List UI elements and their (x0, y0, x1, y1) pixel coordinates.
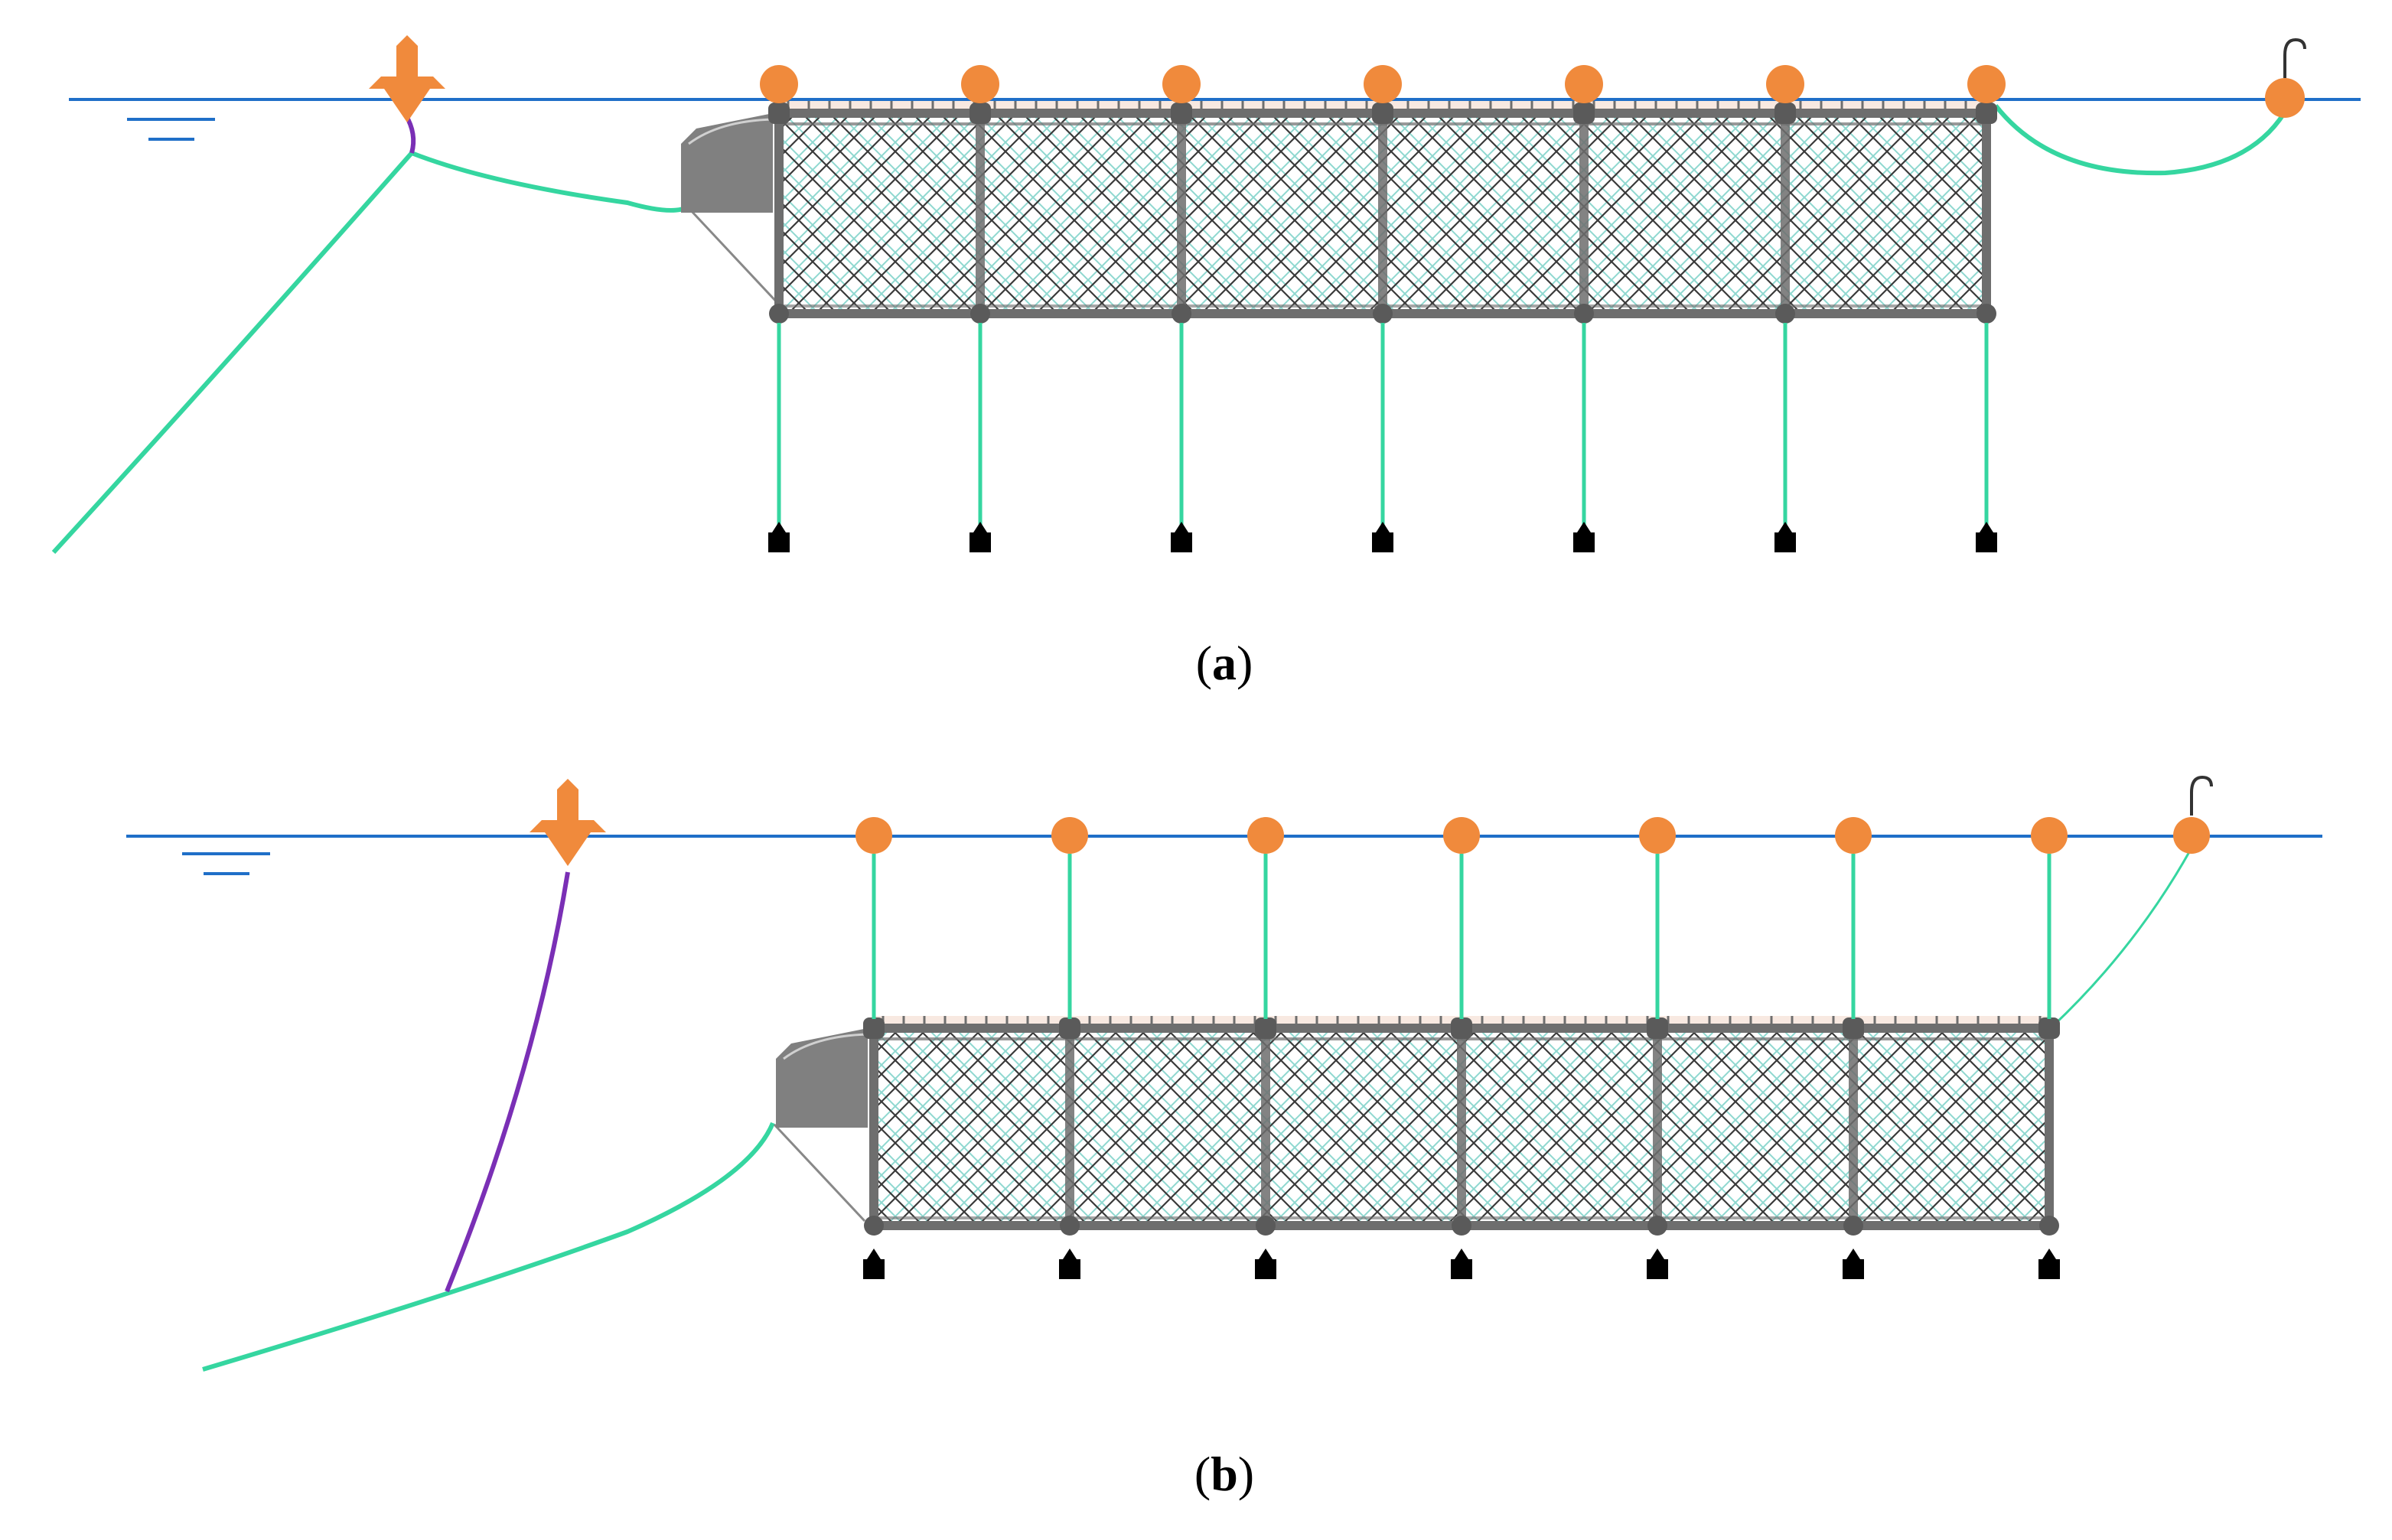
frame-node-bottom (864, 1216, 884, 1236)
buoy-top (396, 35, 418, 46)
mooring-line-main (202, 1122, 775, 1372)
frame-node-top (1843, 1017, 1864, 1039)
float-icon (1162, 65, 1201, 103)
frame-node-bottom (1574, 304, 1594, 324)
anchor-weight-icon (970, 522, 991, 552)
bridle-to-cage (687, 207, 780, 306)
frame-node-top (1451, 1017, 1472, 1039)
anchor-weight-icon (1451, 1249, 1472, 1279)
net-cage (863, 1016, 2060, 1236)
frame-node-bottom (1060, 1216, 1080, 1236)
float-icon (2173, 817, 2210, 854)
hook-icon (2283, 37, 2306, 78)
float-icon (760, 65, 798, 103)
tail-line (2051, 850, 2192, 1028)
float-icon (1639, 817, 1676, 854)
float-icon (1247, 817, 1284, 854)
buoy-icon (369, 46, 445, 122)
hook-icon (2190, 775, 2213, 816)
anchor-weight-icon (1171, 522, 1192, 552)
bridle-to-cage (773, 1123, 866, 1223)
frame-node-bottom (1976, 304, 1996, 324)
frame-node-bottom (1775, 304, 1795, 324)
frame-node-top (1059, 1017, 1080, 1039)
float-icon (1967, 65, 2006, 103)
float-icon (1051, 817, 1088, 854)
frame-node-bottom (1843, 1216, 1863, 1236)
frame-node-top (1171, 103, 1192, 124)
anchor-weight-icon (1059, 1249, 1080, 1279)
frame-node-top (1976, 103, 1997, 124)
frame-node-bottom (1256, 1216, 1276, 1236)
hood-highlight (688, 118, 774, 145)
float-icon (855, 817, 892, 854)
frame-node-top (863, 1017, 885, 1039)
float-icon (1443, 817, 1480, 854)
anchor-weight-icon (1372, 522, 1393, 552)
float-icon (2265, 78, 2305, 118)
buoy-chain (445, 871, 570, 1293)
frame-node-bottom (769, 304, 789, 324)
entrance-hood (776, 1028, 868, 1128)
anchor-weight-icon (1255, 1249, 1276, 1279)
entrance-hood (681, 113, 773, 213)
buoy-top (557, 779, 578, 790)
frame-node-top (768, 103, 790, 124)
float-icon (1835, 817, 1872, 854)
frame-node-bottom (1172, 304, 1191, 324)
anchor-weight-icon (1774, 522, 1796, 552)
frame-node-top (970, 103, 991, 124)
float-icon (2031, 817, 2068, 854)
float-icon (961, 65, 999, 103)
anchor-weight-icon (2038, 1249, 2060, 1279)
frame-node-bottom (1373, 304, 1393, 324)
anchor-weight-icon (1976, 522, 1997, 552)
frame-node-top (1255, 1017, 1276, 1039)
frame-node-bottom (2039, 1216, 2059, 1236)
net-cage (768, 101, 1997, 324)
bridle-line (410, 151, 690, 213)
frame-node-bottom (1647, 1216, 1667, 1236)
anchor-weight-icon (768, 522, 790, 552)
hood-highlight (783, 1033, 868, 1060)
anchor-weight-icon (1843, 1249, 1864, 1279)
frame-node-top (2038, 1017, 2060, 1039)
panel-a-surface-state (51, 35, 2361, 555)
anchor-weight-icon (863, 1249, 885, 1279)
caption-a: (a) (1195, 636, 1253, 690)
tail-line (1993, 104, 2286, 176)
caption-b: (b) (1194, 1447, 1255, 1501)
anchor-weight-icon (1573, 522, 1595, 552)
mooring-line-main (51, 151, 414, 555)
panel-b-submerged-state (126, 775, 2322, 1372)
buoy-icon (530, 790, 606, 866)
float-icon (1364, 65, 1402, 103)
frame-node-bottom (1452, 1216, 1471, 1236)
frame-node-top (1573, 103, 1595, 124)
anchor-weight-icon (1647, 1249, 1668, 1279)
frame-node-top (1774, 103, 1796, 124)
frame-node-top (1372, 103, 1393, 124)
frame-node-bottom (970, 304, 990, 324)
frame-node-top (1647, 1017, 1668, 1039)
float-icon (1766, 65, 1804, 103)
float-icon (1565, 65, 1603, 103)
